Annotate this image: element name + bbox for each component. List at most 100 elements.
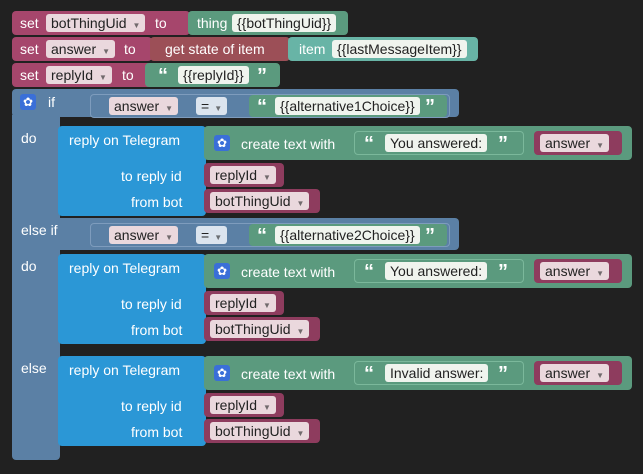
set-answer-block[interactable]: set answer▼ to <box>12 37 152 61</box>
chevron-down-icon: ▼ <box>596 371 605 380</box>
item-label: item <box>299 41 326 57</box>
set-bot-thing-uid-block[interactable]: set botThingUid ▼ to <box>12 11 190 35</box>
thing-block[interactable]: thing {{botThingUid}} <box>188 11 348 35</box>
bot-thing-uid-dropdown[interactable]: botThingUid▼ <box>210 422 310 440</box>
compare-block-2[interactable]: answer▼ =▼ “ {{alternative2Choice}} ” <box>90 223 450 247</box>
do-keyword-2: do <box>21 258 37 274</box>
else-keyword: else <box>21 360 47 376</box>
answer-dropdown[interactable]: answer ▼ <box>540 364 610 382</box>
gear-icon[interactable]: ✿ <box>214 263 230 279</box>
quote-open-icon: “ <box>158 65 168 87</box>
bot-variable-block-2[interactable]: botThingUid▼ <box>204 317 320 341</box>
variable-name: answer <box>51 41 97 57</box>
reply-on-telegram-block-1[interactable]: reply on Telegram to reply id from bot <box>58 126 206 216</box>
variable-name: replyId <box>215 167 258 183</box>
text-literal-block[interactable]: “ Invalid answer: ” <box>354 361 524 385</box>
bot-variable-block-3[interactable]: botThingUid▼ <box>204 419 320 443</box>
set-reply-id-block[interactable]: set replyId▼ to <box>12 63 152 87</box>
variable-name: answer <box>545 135 591 151</box>
create-text-block-2[interactable]: ✿ create text with “ You answered: ” ans… <box>204 254 632 288</box>
choice-text-block-2[interactable]: “ {{alternative2Choice}} ” <box>249 224 447 246</box>
variable-dropdown-botthinguid[interactable]: botThingUid ▼ <box>46 14 146 32</box>
chevron-down-icon: ▼ <box>263 403 271 412</box>
variable-name: replyId <box>215 295 258 311</box>
answer-variable-block[interactable]: answer▼ <box>534 131 622 155</box>
reply-id-variable-block-3[interactable]: replyId ▼ <box>204 393 284 417</box>
get-state-of-item-block[interactable]: get state of item <box>150 37 290 61</box>
choice2-field[interactable]: {{alternative2Choice}} <box>275 226 420 244</box>
from-bot-label: from bot <box>131 322 183 338</box>
reply-on-telegram-block-3[interactable]: reply on Telegram to reply id from bot <box>58 356 206 446</box>
bot-thing-uid-dropdown[interactable]: botThingUid▼ <box>210 320 310 338</box>
variable-name: replyId <box>215 397 258 413</box>
quote-close-icon: ” <box>425 96 435 118</box>
variable-name: botThingUid <box>51 15 127 31</box>
reply-id-dropdown[interactable]: replyId ▼ <box>210 294 276 312</box>
bot-thing-uid-dropdown[interactable]: botThingUid▼ <box>210 192 310 210</box>
compare-block-1[interactable]: answer▼ =▼ “ {{alternative1Choice}} ” <box>90 94 450 118</box>
chevron-down-icon: ▼ <box>132 21 141 30</box>
choice1-field[interactable]: {{alternative1Choice}} <box>275 97 420 115</box>
variable-dropdown-answer[interactable]: answer ▼ <box>46 40 116 58</box>
chevron-down-icon: ▼ <box>263 173 271 182</box>
chevron-down-icon: ▼ <box>296 327 305 336</box>
to-keyword: to <box>124 41 136 57</box>
quote-open-icon: “ <box>257 96 267 118</box>
text-value-field[interactable]: You answered: <box>385 134 488 152</box>
answer-dropdown[interactable]: answer▼ <box>540 262 610 280</box>
reply-id-dropdown[interactable]: replyId ▼ <box>210 166 276 184</box>
item-block[interactable]: item {{lastMessageItem}} <box>288 37 478 61</box>
to-reply-id-label: to reply id <box>121 296 182 312</box>
else-if-keyword: else if <box>21 222 58 238</box>
reply-id-dropdown[interactable]: replyId ▼ <box>210 396 276 414</box>
text-value-field[interactable]: Invalid answer: <box>385 364 489 382</box>
create-text-label: create text with <box>241 136 336 152</box>
quote-open-icon: “ <box>364 261 374 283</box>
create-text-block-1[interactable]: ✿ create text with “ You answered: ” ans… <box>204 126 632 160</box>
quote-close-icon: ” <box>498 133 508 155</box>
bot-variable-block-1[interactable]: botThingUid▼ <box>204 189 320 213</box>
answer-variable-block[interactable]: answer ▼ <box>534 361 622 385</box>
reply-id-text-block[interactable]: “ {{replyId}} ” <box>145 63 280 87</box>
condition-variable-dropdown[interactable]: answer▼ <box>109 97 179 115</box>
to-keyword: to <box>155 15 167 31</box>
operator-dropdown[interactable]: =▼ <box>196 97 228 115</box>
operator-value: = <box>201 98 210 114</box>
chevron-down-icon: ▼ <box>263 301 271 310</box>
variable-dropdown-replyid[interactable]: replyId▼ <box>46 66 112 84</box>
variable-name: botThingUid <box>215 423 291 439</box>
operator-dropdown[interactable]: =▼ <box>196 226 228 244</box>
variable-name: replyId <box>51 67 94 83</box>
reply-on-telegram-block-2[interactable]: reply on Telegram to reply id from bot <box>58 254 206 344</box>
condition-variable-dropdown[interactable]: answer▼ <box>109 226 179 244</box>
from-bot-label: from bot <box>131 194 183 210</box>
chevron-down-icon: ▼ <box>102 47 111 56</box>
quote-open-icon: “ <box>257 225 267 247</box>
gear-icon[interactable]: ✿ <box>214 135 230 151</box>
reply-id-text-field[interactable]: {{replyId}} <box>178 66 249 84</box>
create-text-block-3[interactable]: ✿ create text with “ Invalid answer: ” a… <box>204 356 632 390</box>
gear-icon[interactable]: ✿ <box>214 365 230 381</box>
thing-uid-field[interactable]: {{botThingUid}} <box>232 14 337 32</box>
set-keyword: set <box>20 67 39 83</box>
reply-id-variable-block-1[interactable]: replyId ▼ <box>204 163 284 187</box>
gear-icon[interactable]: ✿ <box>20 94 36 110</box>
answer-dropdown[interactable]: answer▼ <box>540 134 610 152</box>
variable-name: answer <box>114 98 160 114</box>
operator-value: = <box>201 227 210 243</box>
reply-title: reply on Telegram <box>69 132 181 148</box>
variable-name: answer <box>545 365 591 381</box>
to-reply-id-label: to reply id <box>121 168 182 184</box>
item-name-field[interactable]: {{lastMessageItem}} <box>332 40 467 58</box>
choice-text-block-1[interactable]: “ {{alternative1Choice}} ” <box>249 95 447 117</box>
text-value-field[interactable]: You answered: <box>385 262 488 280</box>
set-keyword: set <box>20 15 39 31</box>
get-state-label: get state of item <box>165 41 265 57</box>
answer-variable-block[interactable]: answer▼ <box>534 259 622 283</box>
text-literal-block[interactable]: “ You answered: ” <box>354 131 524 155</box>
quote-close-icon: ” <box>257 65 267 87</box>
thing-label: thing <box>197 15 228 31</box>
reply-id-variable-block-2[interactable]: replyId ▼ <box>204 291 284 315</box>
text-literal-block[interactable]: “ You answered: ” <box>354 259 524 283</box>
quote-open-icon: “ <box>364 133 374 155</box>
